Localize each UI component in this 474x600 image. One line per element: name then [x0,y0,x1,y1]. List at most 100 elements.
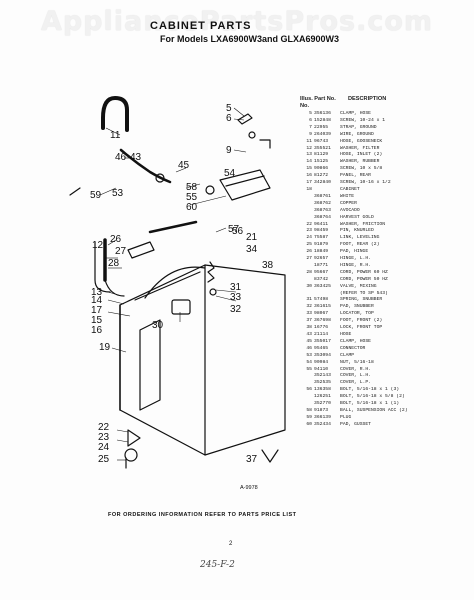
part-description: FOOT, FRONT (2) [340,318,383,324]
part-number: 152848 [314,117,331,123]
illus-number: 38 [306,325,312,331]
mixing-valve [171,299,191,315]
illus-number: 14 [306,159,312,165]
illus-number: 59 [306,414,312,420]
part-number: 352535 [314,380,331,386]
part-number: 368761 [314,193,331,199]
part-description: CORD, POWER 60 HZ [340,269,388,275]
part-number: 352434 [314,421,331,427]
part-description: PAD, SNUBBER [340,304,374,310]
part-description: BOLT, 5/16-18 x 1 (3) [340,387,400,393]
list-item: (REFER TO SP 543) [300,291,472,298]
svg-text:56: 56 [232,226,244,237]
part-description: BOLT, 5/16-18 x 1 (1) [340,401,400,407]
ordering-note: FOR ORDERING INFORMATION REFER TO PARTS … [108,512,297,518]
illus-number: 54 [306,359,312,365]
svg-text:13: 13 [91,287,103,298]
part-description: SCREW, 10-16 x 1/2 [340,180,391,186]
svg-text:46: 46 [115,152,127,163]
part-number: 81129 [314,152,329,158]
illus-number: 15 [306,166,312,172]
svg-text:17: 17 [91,305,103,316]
part-description: COVER, L.H. [340,373,371,379]
svg-text:9: 9 [226,145,232,156]
svg-text:33: 33 [230,292,242,303]
illus-number: 12 [306,145,312,151]
svg-text:37: 37 [246,454,258,465]
illus-number [300,208,314,215]
svg-text:14: 14 [91,295,103,306]
list-item: 368764 HARVEST GOLD [300,215,472,222]
part-description: HARVEST GOLD [340,214,374,220]
illus-number: 45 [306,338,312,344]
part-number: 94110 [314,366,329,372]
svg-text:11: 11 [110,130,121,141]
illus-number: 28 [306,269,312,275]
part-number: 75587 [314,235,329,241]
part-number: 367698 [314,318,331,324]
part-description: FOOT, REAR (2) [340,242,380,248]
part-number: 91879 [314,242,329,248]
illus-number: 11 [306,138,312,144]
svg-text:24: 24 [98,442,110,453]
part-description: HOSE, GOOSENECK [340,138,383,144]
part-number: 15125 [314,159,329,165]
part-description: PAD, GUSSET [340,421,371,427]
svg-text:23: 23 [98,432,110,443]
svg-text:19: 19 [99,342,111,353]
page-number: 2 [229,541,233,547]
part-description: LOCK, FRONT TOP [340,325,383,331]
part-description: COVER, R.H. [340,366,371,372]
illus-number [300,373,314,380]
part-description: (REFER TO SP 543) [340,290,388,296]
part-number: 92657 [314,256,329,262]
part-description: LOCATOR, TOP [340,311,374,317]
svg-text:43: 43 [130,152,142,163]
svg-text:22: 22 [98,422,110,433]
part-number: 90866 [314,166,329,172]
svg-text:54: 54 [224,168,236,179]
svg-text:5: 5 [226,103,232,114]
part-description: STRAP, GROUND [340,124,377,130]
part-description: LINK, LEVELING [340,235,380,241]
part-number: 96411 [314,221,329,227]
illus-number: 53 [306,352,312,358]
illus-number: 22 [306,221,312,227]
part-number: 98459 [314,228,329,234]
part-number: 355017 [314,338,331,344]
svg-text:53: 53 [112,188,124,199]
illus-number: 56 [306,387,312,393]
illus-number: 18 [306,186,312,192]
gooseneck-hose [101,96,129,132]
part-number: 368764 [314,214,331,220]
part-description: WASHER, FRICTION [340,221,386,227]
drawing-reference: A-9978 [240,485,258,491]
parts-list-header: Illus. Part No. No. DESCRIPTION [300,96,472,109]
illus-number: 23 [306,228,312,234]
part-number: 356136 [314,111,331,116]
svg-text:15: 15 [91,315,103,326]
handwritten-note: 245-F-2 [200,560,235,570]
illus-number [300,201,314,208]
illus-number: 55 [306,366,312,372]
